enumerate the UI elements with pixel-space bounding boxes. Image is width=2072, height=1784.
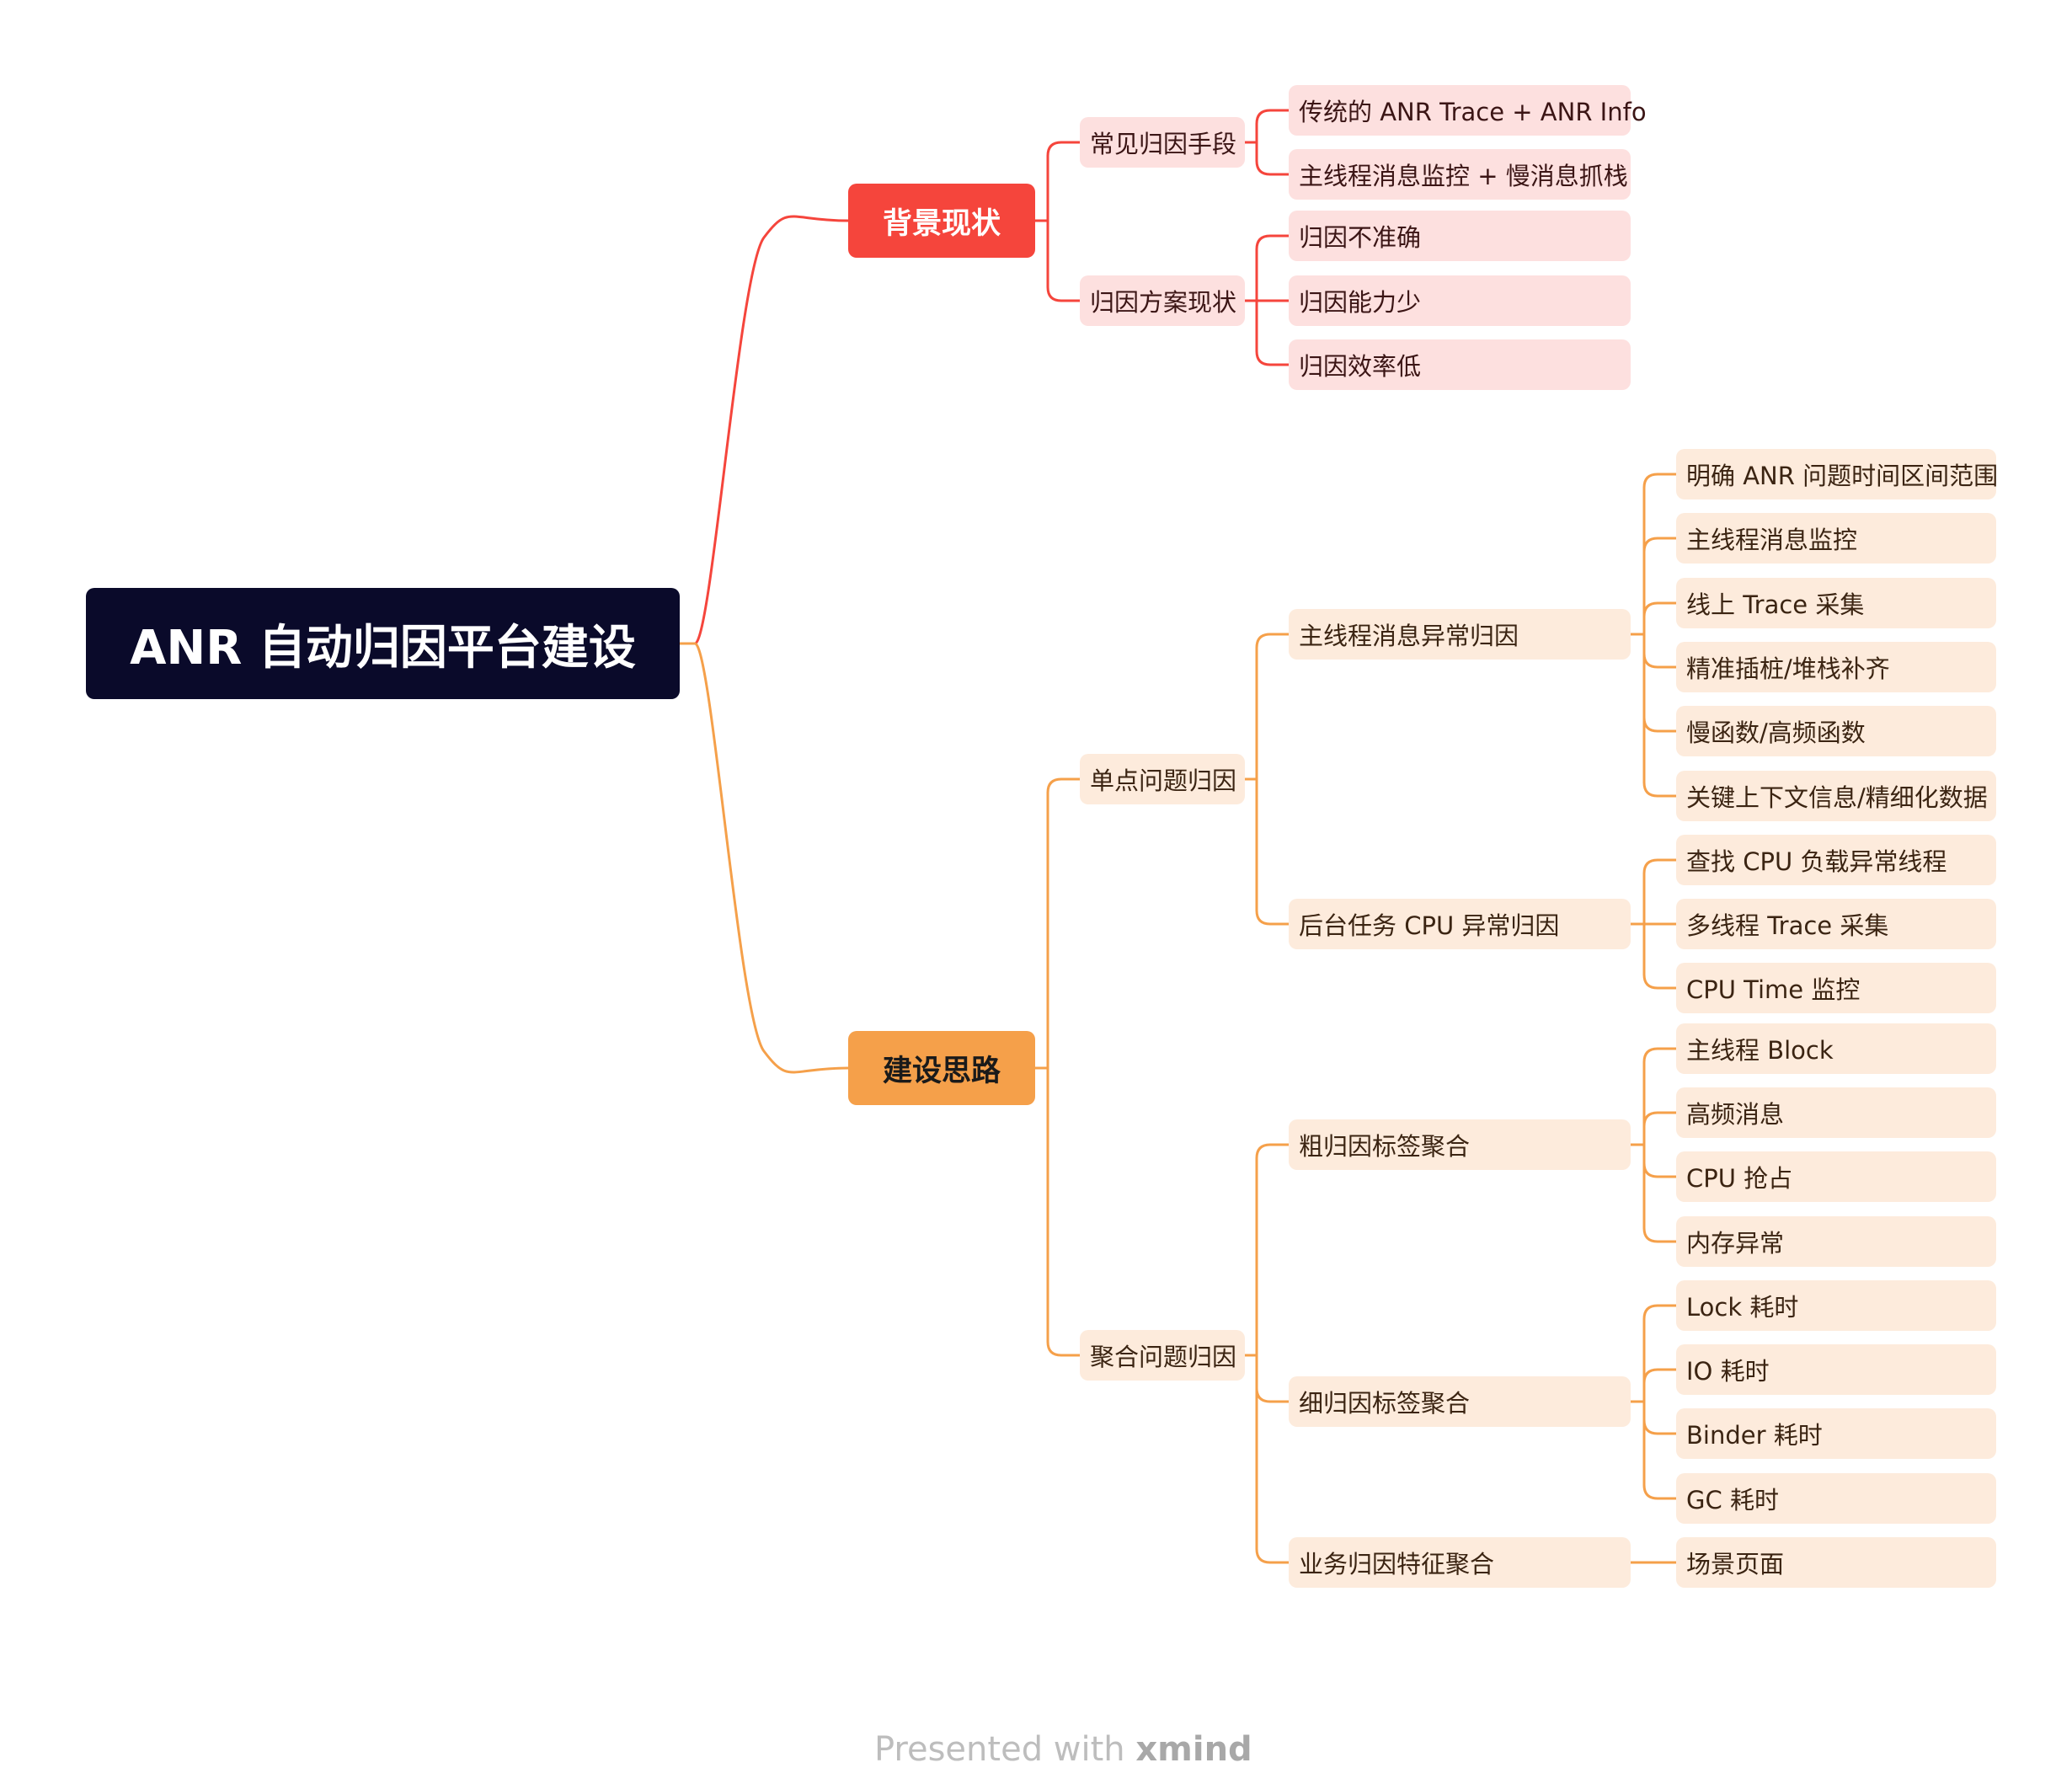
leaf-high-freq-msg[interactable]: 高频消息 [1676,1087,1996,1138]
connector-line [1642,1145,1676,1178]
topic-cpu-anomaly[interactable]: 后台任务 CPU 异常归因 [1289,899,1631,949]
leaf-gc[interactable]: GC 耗时 [1676,1473,1996,1524]
connector-line [1255,1355,1289,1564]
leaf-cpu-preempt[interactable]: CPU 抢占 [1676,1151,1996,1202]
connector-line [1255,1143,1289,1355]
topic-current-status[interactable]: 归因方案现状 [1080,275,1245,326]
leaf-main-block[interactable]: 主线程 Block [1676,1023,1996,1074]
connector-line [1255,633,1289,779]
topic-aggregate[interactable]: 聚合问题归因 [1080,1330,1245,1381]
branch-approach[interactable]: 建设思路 [848,1031,1035,1105]
leaf-slow-functions[interactable]: 慢函数/高频函数 [1676,706,1996,756]
connector-line [1642,634,1676,798]
leaf-time-range[interactable]: 明确 ANR 问题时间区间范围 [1676,449,1998,499]
leaf-cpu-time[interactable]: CPU Time 监控 [1676,963,1996,1013]
branch-background[interactable]: 背景现状 [848,184,1035,258]
connector-line [1642,1047,1676,1145]
leaf-instrumentation[interactable]: 精准插桩/堆栈补齐 [1676,642,1996,692]
leaf-anr-trace-info[interactable]: 传统的 ANR Trace + ANR Info [1289,85,1647,136]
topic-coarse-tags[interactable]: 粗归因标签聚合 [1289,1119,1631,1170]
leaf-few-capabilities[interactable]: 归因能力少 [1289,275,1631,326]
leaf-main-thread-monitor[interactable]: 主线程消息监控 + 慢消息抓栈 [1289,149,1631,200]
connector-line [1642,858,1676,924]
topic-common-methods[interactable]: 常见归因手段 [1080,117,1245,168]
connector-line [1255,1355,1289,1403]
connector-line [1046,221,1080,302]
leaf-inaccurate[interactable]: 归因不准确 [1289,211,1631,261]
connector-line [1642,1402,1676,1435]
topic-fine-tags[interactable]: 细归因标签聚合 [1289,1376,1631,1427]
connector-line [1642,1145,1676,1243]
connector-line [680,642,849,1074]
leaf-io[interactable]: IO 耗时 [1676,1344,1996,1395]
connector-line [1046,777,1080,1068]
leaf-online-trace[interactable]: 线上 Trace 采集 [1676,578,1996,628]
leaf-lock[interactable]: Lock 耗时 [1676,1280,1996,1331]
connector-line [1255,142,1289,176]
topic-main-thread-anomaly[interactable]: 主线程消息异常归因 [1289,609,1631,660]
connector-line [1642,1368,1676,1402]
connector-line [1642,601,1676,634]
connector-line [1642,634,1676,733]
connector-line [1642,1111,1676,1145]
leaf-binder[interactable]: Binder 耗时 [1676,1408,1996,1459]
connector-line [1642,634,1676,669]
leaf-multithread-trace[interactable]: 多线程 Trace 采集 [1676,899,1996,949]
leaf-low-efficiency[interactable]: 归因效率低 [1289,339,1631,390]
root-topic[interactable]: ANR 自动归因平台建设 [86,588,680,699]
connector-line [1642,924,1676,990]
connector-line [1255,109,1289,142]
connector-line [1255,301,1289,366]
leaf-context-info[interactable]: 关键上下文信息/精细化数据 [1676,771,1996,821]
leaf-scene-page[interactable]: 场景页面 [1676,1537,1996,1588]
leaf-memory[interactable]: 内存异常 [1676,1216,1996,1267]
connector-line [1642,473,1676,634]
topic-business-features[interactable]: 业务归因特征聚合 [1289,1537,1631,1588]
leaf-msg-monitor[interactable]: 主线程消息监控 [1676,513,1996,564]
connector-line [1046,1068,1080,1357]
connector-line [1642,1304,1676,1402]
connector-line [1255,234,1289,301]
connector-line [1255,779,1289,926]
leaf-cpu-threads[interactable]: 查找 CPU 负载异常线程 [1676,835,1996,885]
connector-line [1642,1402,1676,1500]
connector-line [1046,141,1080,221]
topic-single-point[interactable]: 单点问题归因 [1080,754,1245,804]
connector-line [680,215,849,645]
connector-line [1642,537,1676,634]
footer-credit: Presented with xmind [874,1730,1252,1769]
